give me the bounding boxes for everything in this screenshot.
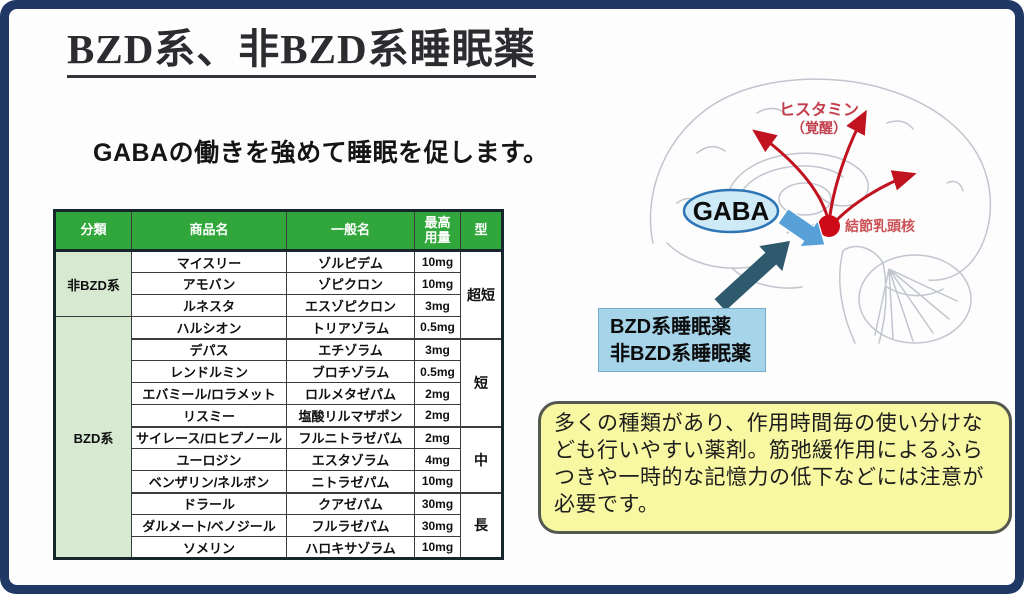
- dose-cell: 2mg: [414, 382, 461, 405]
- nucleus-label: 結節乳頭核: [845, 218, 915, 234]
- page-title: BZD系、非BZD系睡眠薬: [67, 26, 536, 79]
- header-generic: 一般名: [286, 210, 415, 252]
- brand-cell: デパス: [131, 337, 287, 361]
- drug-label-line1: BZD系睡眠薬: [610, 316, 732, 338]
- brand-cell: ハルシオン: [131, 316, 287, 339]
- header-dose: 最高 用量: [414, 210, 461, 252]
- dose-cell: 4mg: [414, 448, 461, 471]
- dose-cell: 10mg: [414, 536, 461, 559]
- dark-arrow-icon: [714, 241, 790, 311]
- dose-cell: 0.5mg: [414, 316, 461, 339]
- brand-cell: リスミー: [131, 404, 287, 427]
- gaba-ellipse: GABA: [682, 188, 780, 234]
- generic-cell: エスタゾラム: [286, 448, 415, 471]
- type-cell: 長: [460, 491, 503, 559]
- dose-cell: 3mg: [414, 337, 461, 361]
- header-brand: 商品名: [131, 210, 287, 252]
- gaba-label: GABA: [693, 196, 770, 226]
- generic-cell: ハロキサゾラム: [286, 536, 415, 559]
- dose-cell: 30mg: [414, 514, 461, 537]
- generic-cell: エスゾピクロン: [286, 294, 415, 317]
- histamine-sub-label: （覚醒）: [791, 120, 847, 136]
- table-header-row: 分類 商品名 一般名 最高 用量 型: [54, 210, 503, 252]
- subtitle: GABAの働きを強めて睡眠を促します。: [93, 139, 549, 167]
- dose-cell: 3mg: [414, 294, 461, 317]
- header-type: 型: [460, 210, 503, 252]
- dose-cell: 10mg: [414, 250, 461, 273]
- type-cell: 超短: [460, 250, 503, 339]
- brand-cell: エバミール/ロラメット: [131, 382, 287, 405]
- type-cell: 中: [460, 425, 503, 493]
- generic-cell: ゾルピデム: [286, 250, 415, 273]
- brand-cell: ソメリン: [131, 536, 287, 559]
- dose-cell: 30mg: [414, 491, 461, 515]
- brand-cell: ドラール: [131, 491, 287, 515]
- dose-cell: 10mg: [414, 470, 461, 493]
- brand-cell: レンドルミン: [131, 360, 287, 383]
- dose-cell: 2mg: [414, 404, 461, 427]
- generic-cell: 塩酸リルマザポン: [286, 404, 415, 427]
- dose-cell: 10mg: [414, 272, 461, 295]
- drug-label-box: BZD系睡眠薬 非BZD系睡眠薬: [598, 308, 766, 372]
- generic-cell: クアゼパム: [286, 491, 415, 515]
- generic-cell: フルラゼパム: [286, 514, 415, 537]
- note-box: 多くの種類があり、作用時間毎の使い分けなども行いやすい薬剤。筋弛緩作用によるふら…: [538, 401, 1012, 534]
- brand-cell: ダルメート/ベノジール: [131, 514, 287, 537]
- brain-diagram: ヒスタミン （覚醒） 結節乳頭核 GABA: [649, 78, 992, 344]
- brain-outline-icon: [649, 78, 992, 344]
- histamine-label: ヒスタミン: [779, 101, 859, 119]
- header-class: 分類: [54, 210, 132, 252]
- dose-cell: 2mg: [414, 425, 461, 449]
- type-cell: 短: [460, 337, 503, 427]
- brand-cell: ベンザリン/ネルボン: [131, 470, 287, 493]
- slide-background: BZD系、非BZD系睡眠薬 GABAの働きを強めて睡眠を促します。 分類 商品名…: [9, 9, 1015, 585]
- generic-cell: ロルメタゼパム: [286, 382, 415, 405]
- histamine-arrows-icon: [752, 109, 917, 227]
- brand-cell: アモバン: [131, 272, 287, 295]
- dose-cell: 0.5mg: [414, 360, 461, 383]
- tuberomammillary-nucleus-dot: [818, 215, 840, 237]
- drug-label-line2: 非BZD系睡眠薬: [610, 342, 752, 365]
- brand-cell: サイレース/ロヒプノール: [131, 425, 287, 449]
- class-cell: BZD系: [54, 316, 132, 559]
- class-cell: 非BZD系: [54, 250, 132, 317]
- generic-cell: フルニトラゼパム: [286, 425, 415, 449]
- brand-cell: ユーロジン: [131, 448, 287, 471]
- generic-cell: エチゾラム: [286, 337, 415, 361]
- brand-cell: ルネスタ: [131, 294, 287, 317]
- blue-arrow-icon: [777, 207, 826, 248]
- generic-cell: トリアゾラム: [286, 316, 415, 339]
- brand-cell: マイスリー: [131, 250, 287, 273]
- generic-cell: ニトラゼパム: [286, 470, 415, 493]
- generic-cell: ブロチゾラム: [286, 360, 415, 383]
- generic-cell: ゾピクロン: [286, 272, 415, 295]
